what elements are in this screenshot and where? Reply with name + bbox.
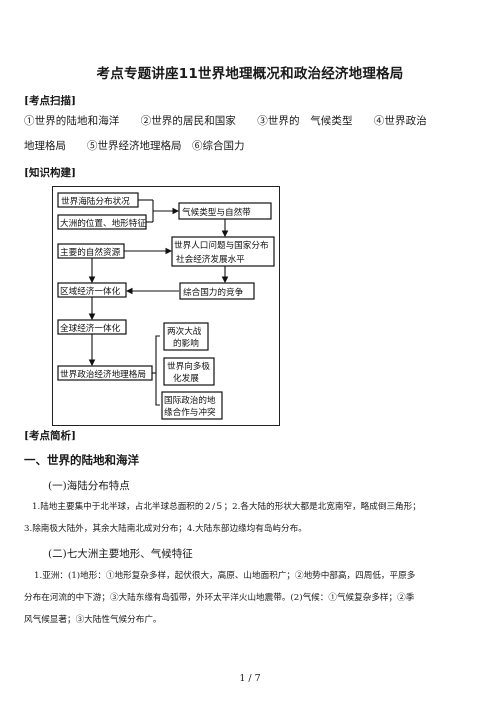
subheading-distribution: (一)海陆分布特点	[48, 480, 130, 492]
box-world-pattern-label: 世界政治经济地理格局	[60, 368, 146, 380]
box-multipolar-label-2: 化发展	[173, 372, 199, 384]
page-number: 1 / 7	[239, 673, 261, 684]
box-world-wars-label-2: 的影响	[173, 337, 199, 349]
scan-line-2: 地理格局 ⑤世界经济地理格局 ⑥综合国力	[24, 140, 245, 152]
box-geopolitics	[161, 391, 223, 420]
box-world-wars-label-1: 两次大战	[167, 325, 202, 337]
paragraph-asia-3: 风气候显著；③大陆性气候分布广。	[24, 615, 162, 625]
diagram-connectors	[88, 199, 229, 406]
paragraph-distribution-2: 3.除南极大陆外，其余大陆南北成对分布；4.大陆东部边缘均有岛屿分布。	[24, 524, 307, 534]
box-geopolitics-label-1: 国际政治的地	[164, 394, 216, 406]
box-global-integration-label: 全球经济一体化	[60, 322, 121, 334]
subheading-continents: (二)七大洲主要地形、气候特征	[48, 548, 193, 560]
box-resources-label: 主要的自然资源	[60, 246, 121, 258]
box-national-power	[179, 282, 255, 300]
section-label-analysis: [考点简析]	[24, 430, 76, 442]
box-multipolar	[163, 357, 215, 386]
box-multipolar-label-1: 世界向多极	[167, 360, 210, 372]
paragraph-asia-2: 分布在河流的中下游；③大陆东缘有岛弧带，外环太平洋火山地震带。(2)气候：①气候…	[24, 593, 415, 603]
heading-land-sea: 一、世界的陆地和海洋	[24, 453, 139, 467]
scan-line-1: ①世界的陆地和海洋 ②世界的居民和国家 ③世界的 气候类型 ④世界政治	[24, 115, 427, 127]
box-continents-label: 大洲的位置、地形特征	[60, 217, 146, 229]
box-population-label-2: 社会经济发展水平	[176, 253, 245, 265]
box-national-power-label: 综合国力的竞争	[183, 286, 244, 298]
box-ocean-land-label: 世界海陆分布状况	[61, 195, 130, 207]
box-regional-integration-label: 区域经济一体化	[60, 285, 121, 297]
box-climate-label: 气候类型与自然带	[182, 206, 251, 218]
diagram-frame	[52, 186, 280, 426]
paragraph-distribution-1: 1.陆地主要集中于北半球，占北半球总面积的２/５；2.各大陆的形状大都是北宽南窄…	[32, 502, 421, 512]
box-geopolitics-label-2: 缘合作与冲突	[164, 406, 216, 418]
paragraph-asia-1: 1.亚洲：(1)地形：①地形复杂多样，起伏很大，高原、山地面积广；②地势中部高，…	[34, 571, 416, 581]
section-label-knowledge: [知识构建]	[24, 167, 76, 179]
knowledge-diagram: 世界海陆分布状况 大洲的位置、地形特征 气候类型与自然带 主要的自然资源 世界人…	[52, 186, 280, 426]
box-world-wars	[163, 322, 209, 351]
box-population-label-1: 世界人口问题与国家分布	[174, 239, 269, 251]
section-label-scan: [考点扫描]	[24, 95, 76, 107]
document-title: 考点专题讲座11世界地理概况和政治经济地理格局	[96, 66, 404, 82]
